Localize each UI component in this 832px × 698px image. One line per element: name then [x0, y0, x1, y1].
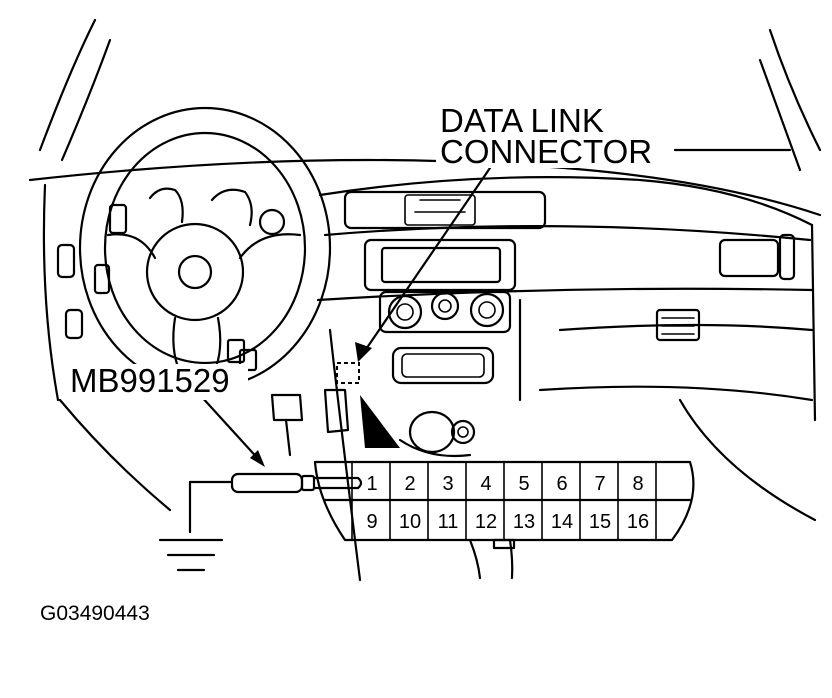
head-unit	[363, 238, 517, 292]
pin-14: 14	[551, 511, 573, 533]
pin-6: 6	[556, 473, 567, 495]
pin-4: 4	[480, 473, 491, 495]
pin-12: 12	[475, 511, 497, 533]
passenger-vents	[655, 233, 796, 342]
pin-8: 8	[632, 473, 643, 495]
pin-5: 5	[518, 473, 529, 495]
pin-15: 15	[589, 511, 611, 533]
figure-id: G03490443	[40, 602, 150, 625]
pin-1: 1	[366, 473, 377, 495]
driver-side-trim	[42, 183, 172, 512]
windshield-outline	[28, 18, 822, 217]
pin-2: 2	[404, 473, 415, 495]
connector-pinout: 1 2 3 4 5 6 7 8 9 10 11 12 13 14 15 16	[313, 460, 695, 550]
callout-leaders	[198, 148, 792, 467]
label-data-link: DATA LINK	[440, 102, 604, 139]
climate-controls	[378, 290, 512, 334]
label-connector: CONNECTOR	[440, 133, 652, 170]
dashboard-body	[316, 176, 817, 422]
pin-16: 16	[627, 511, 649, 533]
steering-wheel	[78, 106, 332, 390]
center-vent	[343, 190, 547, 230]
tool-mb991529	[158, 472, 363, 572]
label-tool-mb991529: MB991529	[70, 362, 230, 399]
pin-10: 10	[399, 511, 421, 533]
pin-9: 9	[366, 511, 377, 533]
instrument-cluster	[93, 187, 286, 295]
pin-11: 11	[438, 511, 459, 533]
dlc-location-marker	[336, 166, 492, 448]
pin-3: 3	[442, 473, 453, 495]
center-console	[328, 328, 817, 582]
pin-7: 7	[594, 473, 605, 495]
pin-13: 13	[513, 511, 535, 533]
center-tray	[391, 346, 495, 385]
